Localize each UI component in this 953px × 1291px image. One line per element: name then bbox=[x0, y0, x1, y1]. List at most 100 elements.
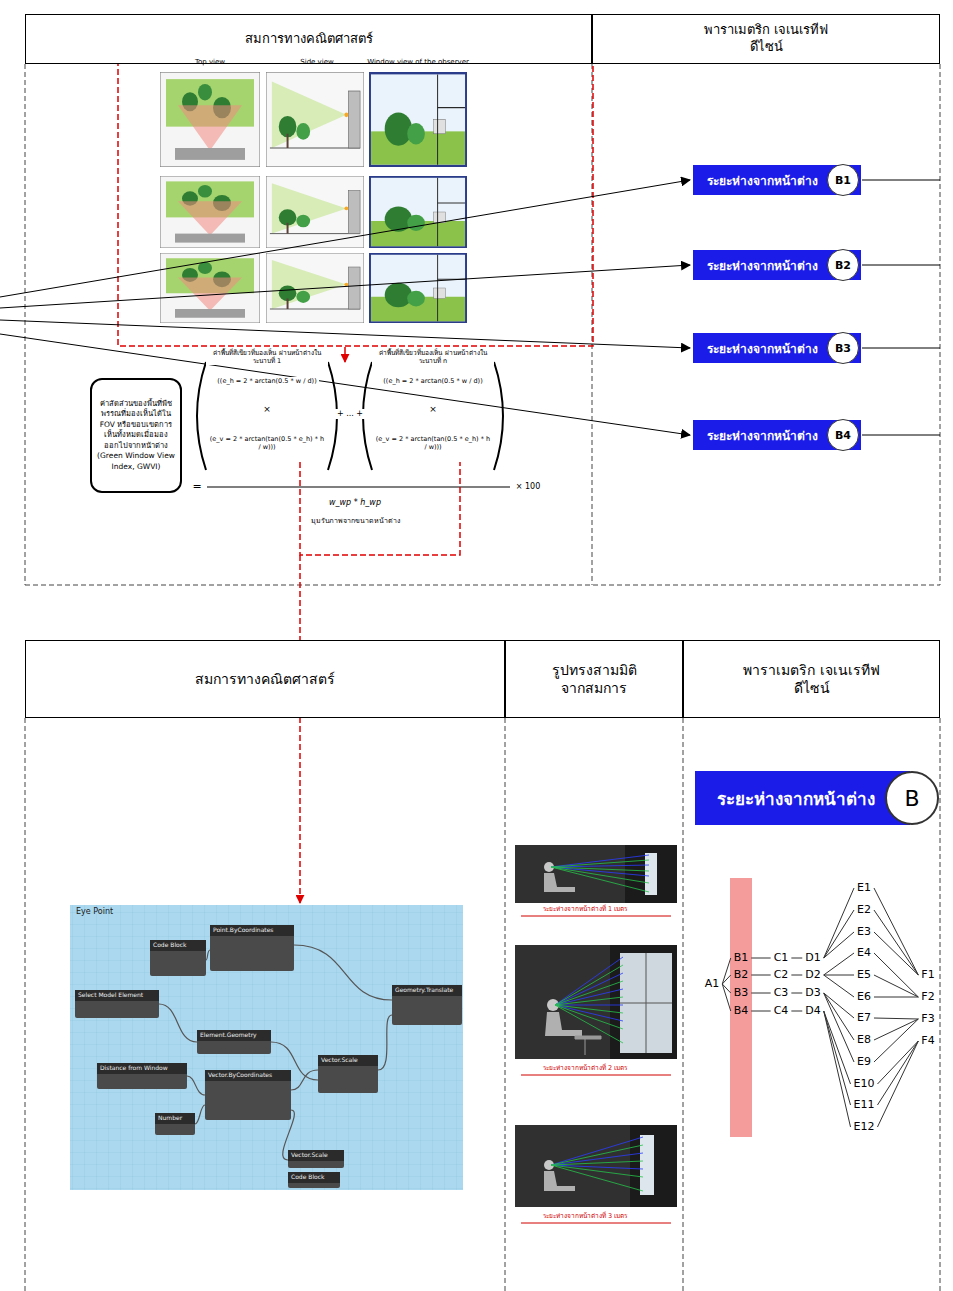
tree-connector bbox=[877, 1041, 918, 1105]
graph-node bbox=[75, 990, 159, 1018]
tree-connector bbox=[791, 958, 802, 959]
sight-line bbox=[551, 860, 649, 892]
graph-node-bar bbox=[150, 940, 206, 951]
node-text: B4 bbox=[835, 429, 851, 442]
node-text: E6 bbox=[857, 990, 871, 1003]
figure-body bbox=[545, 1012, 582, 1036]
tree-node: E12 bbox=[853, 1120, 876, 1133]
operator: × bbox=[427, 404, 439, 415]
graph-nodes bbox=[75, 925, 462, 1188]
wall bbox=[630, 1125, 677, 1207]
table bbox=[575, 1036, 601, 1055]
render-image bbox=[515, 845, 677, 918]
side-view-panel bbox=[266, 72, 364, 167]
tree-node: C2 bbox=[773, 968, 790, 981]
node-text: ระยะห่างจากหน้าต่าง bbox=[707, 171, 818, 190]
graph-node bbox=[150, 940, 206, 976]
node-text: C2 bbox=[774, 968, 789, 981]
window bbox=[620, 953, 672, 1053]
graph-node bbox=[210, 925, 294, 971]
tree-connector bbox=[874, 888, 918, 975]
highlight-bar bbox=[730, 878, 752, 1137]
tree-connector bbox=[824, 975, 854, 997]
render-caption: ระยะห่างจากหน้าต่างที่ 3 เมตร bbox=[541, 1212, 629, 1220]
node-text: A1 bbox=[705, 977, 720, 990]
sight-line bbox=[551, 1145, 643, 1191]
red-arrow bbox=[299, 555, 301, 903]
graph-node bbox=[97, 1063, 187, 1089]
output-line bbox=[862, 180, 940, 435]
node-text: D2 bbox=[805, 968, 820, 981]
tree-node: D2 bbox=[804, 968, 821, 981]
wire bbox=[195, 1105, 205, 1124]
tree-connector bbox=[824, 993, 854, 1040]
tree-connector bbox=[751, 1011, 770, 1012]
graph-node-title: Vector.Scale bbox=[321, 1056, 358, 1064]
side-view-panel bbox=[266, 176, 364, 248]
parameter-badge: B bbox=[885, 771, 939, 825]
top-view-panel bbox=[160, 72, 260, 167]
header-cell: พาราเมตริก เจเนเรทีฟดีไซน์ bbox=[683, 640, 940, 718]
node-text: สมการทางคณิตศาสตร์ bbox=[242, 31, 376, 48]
graph-node bbox=[392, 985, 462, 1025]
tree-connector bbox=[751, 975, 770, 976]
tree-node: B2 bbox=[733, 968, 750, 981]
tree-node: D3 bbox=[804, 986, 821, 999]
node-text: B1 bbox=[835, 174, 851, 187]
graph-node-bar bbox=[75, 990, 159, 1001]
node-text: B1 bbox=[734, 951, 749, 964]
node-text: C1 bbox=[774, 951, 789, 964]
wall bbox=[625, 845, 677, 903]
tree-node: E1 bbox=[856, 881, 872, 894]
tree-node: D1 bbox=[804, 951, 821, 964]
caption-strip bbox=[515, 1059, 677, 1077]
dimension-line bbox=[521, 1075, 671, 1076]
table-border bbox=[25, 64, 940, 585]
formula-term: (e_v = 2 * arctan(tan(0.5 * e_h) * h / w… bbox=[206, 435, 328, 451]
parameter-box: ระยะห่างจากหน้าต่าง B1 bbox=[693, 165, 861, 195]
window bbox=[640, 1135, 654, 1195]
node-text: D3 bbox=[805, 986, 820, 999]
highlight-frame bbox=[118, 46, 593, 346]
parameter-badge: B4 bbox=[827, 419, 859, 451]
parameter-badge: B3 bbox=[827, 332, 859, 364]
graph-node-bar bbox=[205, 1070, 291, 1081]
graph-node-bar bbox=[288, 1172, 340, 1183]
sight-line bbox=[555, 965, 623, 1043]
node-text: E1 bbox=[857, 881, 871, 894]
node-text: E4 bbox=[857, 946, 871, 959]
tree-node: F4 bbox=[920, 1034, 935, 1047]
graph-node-title: Vector.ByCoordinates bbox=[208, 1071, 272, 1079]
graph-node-title: Select Model Element bbox=[78, 991, 143, 999]
graph-node-bar bbox=[97, 1063, 187, 1074]
view-heading: Side view bbox=[300, 58, 333, 67]
tree-connector bbox=[874, 975, 918, 997]
formula-term: (e_v = 2 * arctan(tan(0.5 * e_h) * h / w… bbox=[372, 435, 494, 451]
node-text: F3 bbox=[921, 1012, 934, 1025]
tree-connector bbox=[791, 1011, 802, 1012]
header-cell: สมการทางคณิตศาสตร์ bbox=[25, 14, 592, 64]
figure-body bbox=[544, 1171, 575, 1191]
node-text: E7 bbox=[857, 1011, 871, 1024]
top-view-panel bbox=[160, 176, 260, 248]
top-view-panel bbox=[160, 253, 260, 323]
fraction-bar bbox=[207, 486, 510, 487]
node-text: F4 bbox=[921, 1034, 934, 1047]
tree-node: E7 bbox=[856, 1011, 872, 1024]
wire bbox=[294, 945, 392, 1000]
formula-caption: ค่าพื้นที่สีเขียวที่มองเห็น ผ่านหน้าต่าง… bbox=[206, 349, 328, 365]
node-text: B2 bbox=[734, 968, 749, 981]
header-cell: สมการทางคณิตศาสตร์ bbox=[25, 640, 505, 718]
node-text: B4 bbox=[734, 1004, 749, 1017]
tree-connector bbox=[877, 1041, 918, 1084]
wire bbox=[159, 1004, 197, 1042]
table-border bbox=[25, 718, 940, 1291]
parameter-box: ระยะห่างจากหน้าต่างB4 bbox=[693, 420, 861, 450]
tree-node: B1 bbox=[733, 951, 750, 964]
graph-node-bar bbox=[318, 1055, 378, 1066]
render-bg bbox=[515, 945, 677, 1077]
graph-node-title: Geometry.Translate bbox=[395, 986, 453, 994]
parameter-box: ระยะห่างจากหน้าต่างB bbox=[695, 771, 910, 825]
node-text: C4 bbox=[774, 1004, 789, 1017]
tree-node: D4 bbox=[804, 1004, 821, 1017]
